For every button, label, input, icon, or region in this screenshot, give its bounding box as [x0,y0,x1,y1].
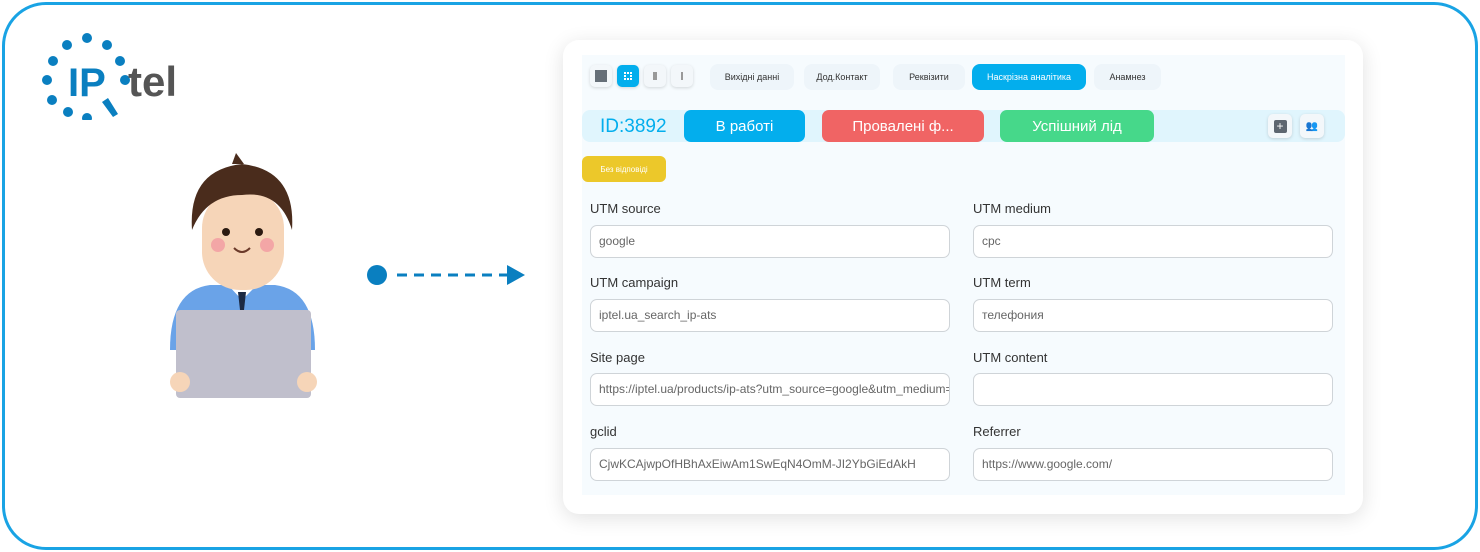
utm-source-label: UTM source [590,201,661,216]
utm-content-input[interactable] [973,373,1333,406]
svg-text:IP: IP [68,61,106,105]
add-button[interactable]: + [1268,114,1292,138]
utm-medium-label: UTM medium [973,201,1052,216]
site-page-label: Site page [590,350,645,365]
view-grid-button[interactable] [617,65,639,87]
utm-source-input[interactable]: google [590,225,950,258]
tab-requisites[interactable]: Реквізити [893,64,965,90]
utm-term-input[interactable]: телефония [973,299,1333,332]
utm-medium-input[interactable]: cpc [973,225,1333,258]
view-full-button[interactable] [590,65,612,87]
svg-text:tel: tel [128,58,177,105]
flow-arrow [367,265,525,285]
people-icon: 👥 [1305,120,1319,132]
utm-content-label: UTM content [973,350,1048,365]
view-compact-button[interactable] [671,65,693,87]
utm-campaign-label: UTM campaign [590,275,679,290]
users-button[interactable]: 👥 [1300,114,1324,138]
status-bar: ID:3892 В работі Провалені ф... Успішний… [582,110,1345,142]
grid-icon [624,72,632,80]
gclid-label: gclid [590,424,617,439]
utm-term-label: UTM term [973,275,1031,290]
status-in-progress-button[interactable]: В работі [684,110,805,142]
tab-anamnesis[interactable]: Анамнез [1094,64,1161,90]
no-answer-tag[interactable]: Без відповіді [582,156,666,182]
site-page-input[interactable]: https://iptel.ua/products/ip-ats?utm_sou… [590,373,950,406]
user-illustration [170,153,317,398]
referrer-label: Referrer [973,424,1021,439]
tab-analytics[interactable]: Наскрізна аналітика [972,64,1086,90]
square-icon [595,70,607,82]
plus-icon: + [1273,119,1287,133]
view-list-button[interactable] [644,65,666,87]
iptel-logo: IP tel [42,33,177,120]
lead-panel: Вихідні данні Дод.Контакт Реквізити Наск… [582,55,1345,495]
gclid-input[interactable]: CjwKCAjwpOfHBhAxEiwAm1SwEqN4OmM-JI2YbGiE… [590,448,950,481]
lead-card: Вихідні данні Дод.Контакт Реквізити Наск… [563,40,1363,514]
utm-campaign-input[interactable]: iptel.ua_search_ip-ats [590,299,950,332]
status-success-button[interactable]: Успішний лід [1000,110,1154,142]
tab-extra-contact[interactable]: Дод.Контакт [804,64,880,90]
status-failed-button[interactable]: Провалені ф... [822,110,984,142]
referrer-input[interactable]: https://www.google.com/ [973,448,1333,481]
dots-icon [681,72,683,80]
lead-id: ID:3892 [600,116,667,137]
tab-source-data[interactable]: Вихідні данні [710,64,794,90]
list-icon [653,72,657,80]
